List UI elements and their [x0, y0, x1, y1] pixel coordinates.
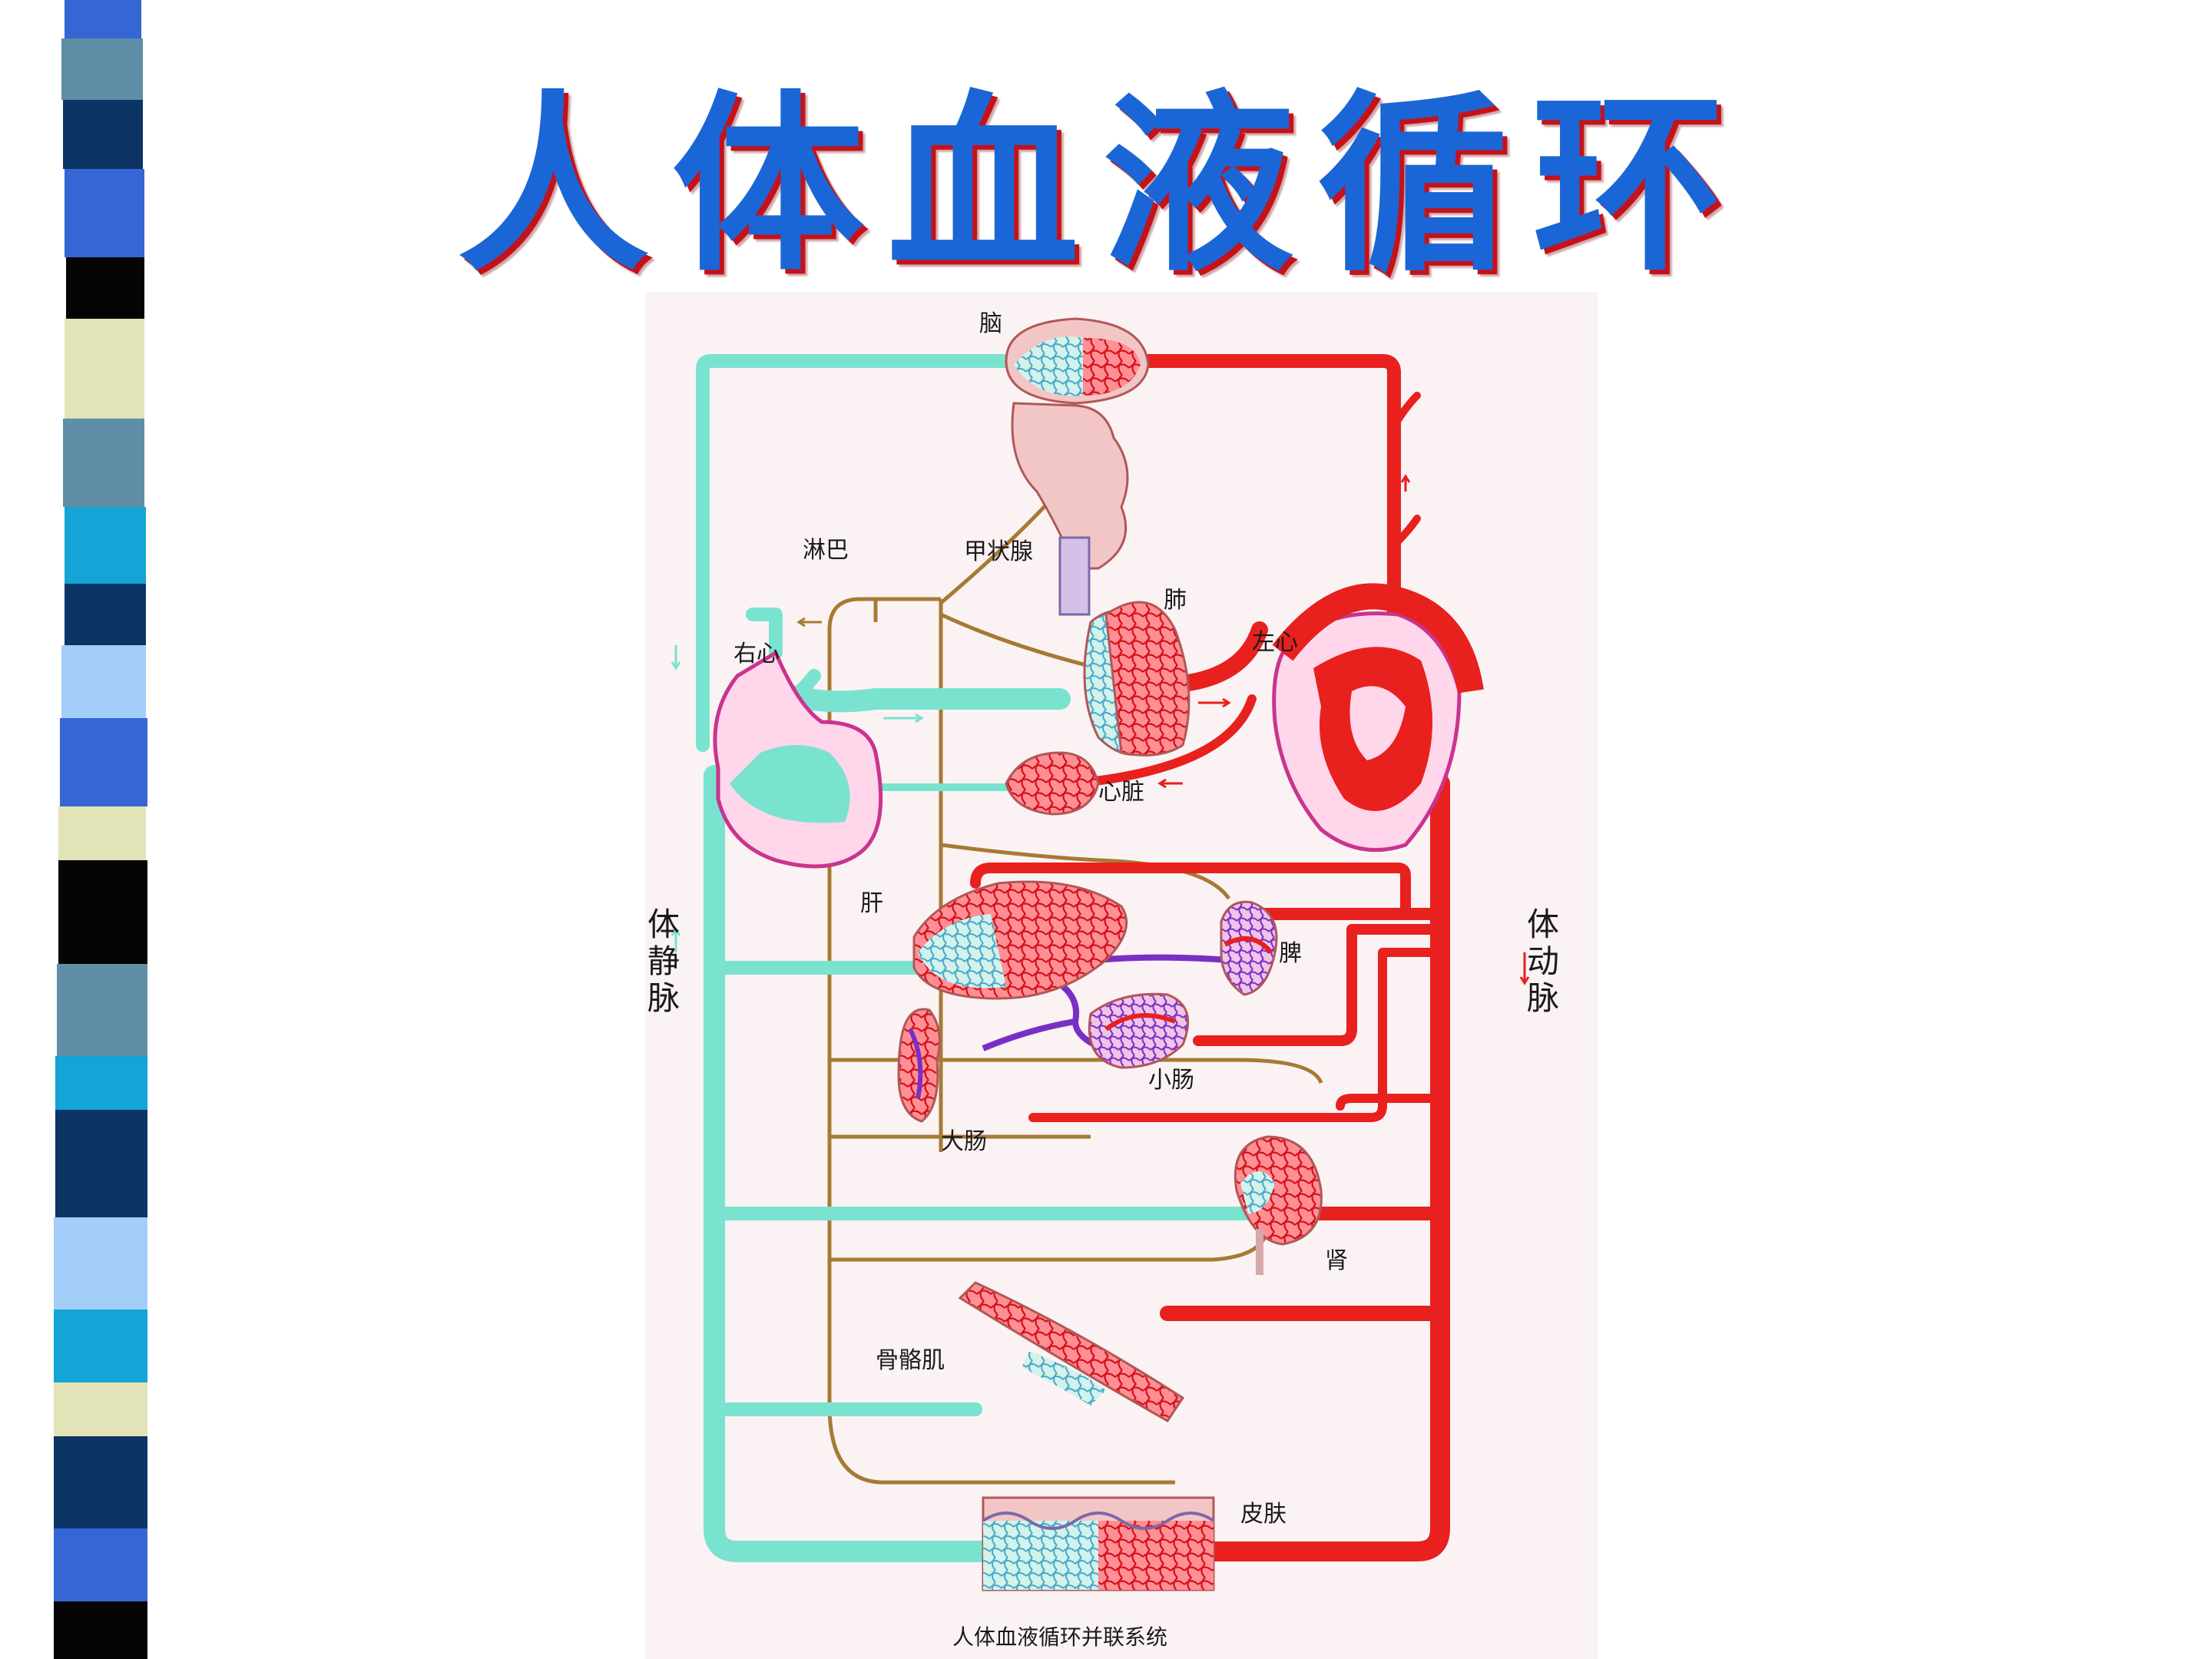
brain-icon — [1005, 317, 1150, 616]
label-spleen: 脾 — [1279, 940, 1302, 967]
label-lung: 肺 — [1164, 587, 1187, 614]
label-heart: 心脏 — [1098, 779, 1144, 806]
lung-icon — [1083, 601, 1190, 757]
label-large-intestine: 大肠 — [941, 1128, 987, 1155]
left-heart-icon — [1272, 583, 1484, 853]
label-thyroid: 甲状腺 — [964, 538, 1033, 565]
systemic-arteries — [970, 354, 1450, 1561]
side-stripe-decoration — [54, 0, 147, 1659]
label-small-intestine: 小肠 — [1148, 1067, 1194, 1094]
skin-icon — [982, 1496, 1215, 1591]
circulation-diagram: 脑 淋巴 甲状腺 肺 左心 右心 心脏 肝 脾 小肠 大肠 肾 骨骼肌 皮肤 体… — [645, 292, 1598, 1659]
spleen-icon — [1220, 900, 1278, 996]
page-title: 人体血液循环 — [457, 71, 1747, 297]
label-right-heart: 右心 — [733, 641, 780, 667]
small-intestine-icon — [1088, 992, 1190, 1069]
circulation-diagram-graphic — [671, 317, 1530, 1591]
label-kidney: 肾 — [1325, 1247, 1348, 1274]
flow-arrows — [671, 474, 1530, 985]
label-left-heart: 左心 — [1252, 629, 1298, 656]
label-skeletal-muscle: 骨骼肌 — [876, 1347, 945, 1374]
label-brain: 脑 — [979, 310, 1002, 337]
heart-icon — [1005, 751, 1100, 816]
muscle-icon — [958, 1281, 1185, 1422]
diagram-caption: 人体血液循环并联系统 — [952, 1624, 1168, 1650]
label-lymph: 淋巴 — [803, 537, 849, 564]
label-systemic-artery: 体动脉 — [1526, 906, 1559, 1017]
liver-icon — [912, 880, 1128, 1000]
label-liver: 肝 — [860, 890, 883, 917]
label-skin: 皮肤 — [1240, 1501, 1286, 1528]
large-intestine-icon — [897, 1008, 941, 1123]
right-heart-icon — [713, 650, 883, 869]
kidney-icon — [1233, 1135, 1323, 1275]
label-systemic-vein: 体静脉 — [647, 906, 680, 1017]
